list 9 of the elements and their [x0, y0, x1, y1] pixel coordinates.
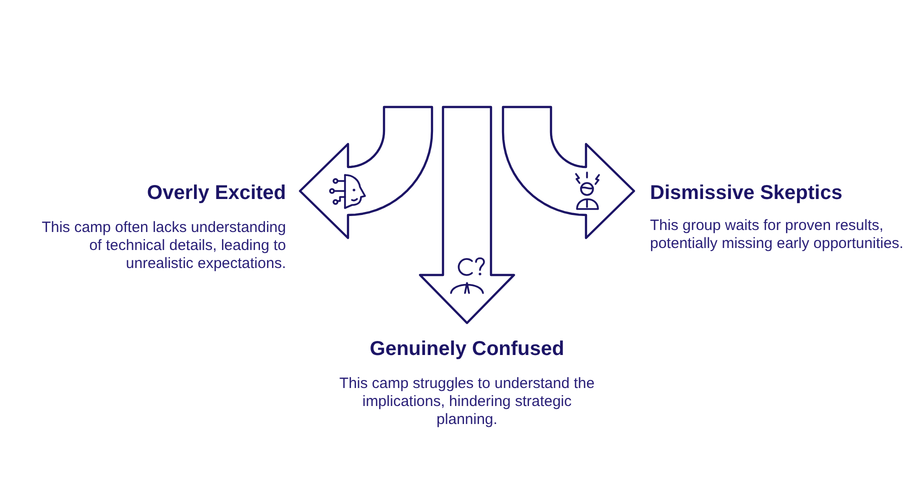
heading: Dismissive Skeptics	[650, 181, 844, 205]
heading: Overly Excited	[146, 181, 286, 205]
description: This camp often lacks understanding of technical details, leading to unrealistic expectations.	[40, 219, 286, 273]
description: This group waits for proven results, potentially missing early opportunities.	[650, 217, 904, 253]
description: This camp struggles to understand the implications, hindering strategic planning.	[338, 375, 596, 429]
block-arrow	[418, 106, 516, 324]
block-arrow	[502, 106, 636, 240]
block-arrow	[298, 106, 434, 240]
heading: Genuinely Confused	[368, 337, 566, 361]
